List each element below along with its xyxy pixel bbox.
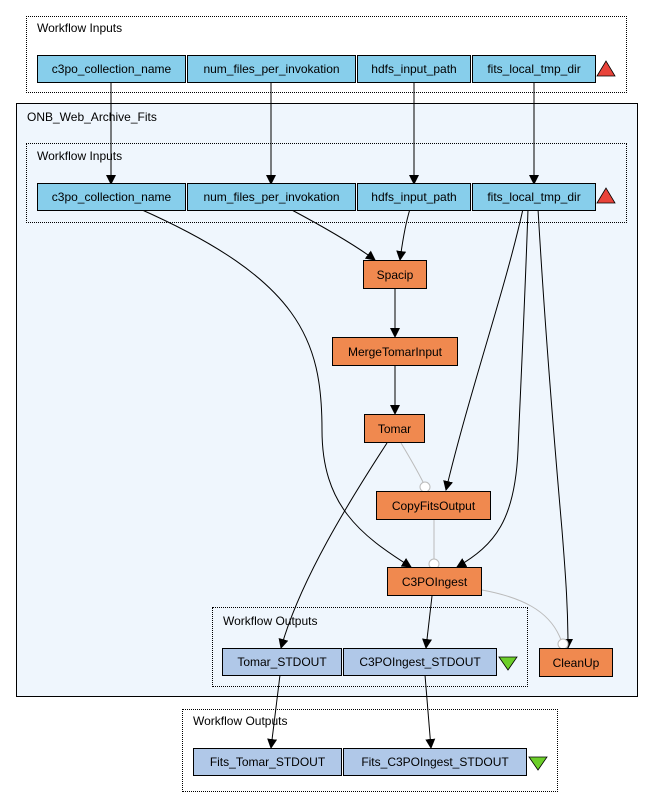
control-c3poingest-to-cleanup	[481, 589, 562, 641]
top-input-fits-local-tmp-dir[interactable]: fits_local_tmp_dir	[472, 55, 596, 83]
edge-hdfs-to-spacip	[396, 208, 411, 261]
red-up-triangle-icon	[596, 60, 616, 77]
inner-input-num-files-per-invokation[interactable]: num_files_per_invokation	[187, 183, 356, 211]
control-tomar-to-copyfits	[400, 442, 424, 483]
inner-workflow-outputs-label: Workflow Outputs	[223, 614, 318, 628]
top-input-c3po-collection-name[interactable]: c3po_collection_name	[37, 55, 186, 83]
edge-numfiles-to-spacip	[289, 208, 376, 261]
inner-workflow-outputs-cluster	[212, 607, 528, 687]
top-input-hdfs-input-path[interactable]: hdfs_input_path	[357, 55, 471, 83]
processor-tomar[interactable]: Tomar	[364, 414, 425, 443]
nested-workflow-label: ONB_Web_Archive_Fits	[27, 110, 157, 124]
edge-c3postdout-to-final	[424, 674, 436, 749]
inner-output-c3poingest-stdout[interactable]: C3POIngest_STDOUT	[343, 648, 497, 676]
top-workflow-inputs-cluster	[26, 16, 627, 93]
inner-output-tomar-stdout[interactable]: Tomar_STDOUT	[222, 648, 342, 676]
edge-fits-to-c3poingest	[456, 208, 529, 568]
edge-c3poingest-to-stdout	[422, 595, 433, 649]
processor-merge-tomar-input[interactable]: MergeTomarInput	[332, 337, 458, 366]
inner-workflow-inputs-label: Workflow Inputs	[37, 149, 123, 163]
edge-tomarstdout-to-final	[267, 674, 281, 749]
inner-input-hdfs-input-path[interactable]: hdfs_input_path	[357, 183, 471, 211]
bottom-workflow-outputs-label: Workflow Outputs	[193, 714, 288, 728]
inner-input-fits-local-tmp-dir[interactable]: fits_local_tmp_dir	[472, 183, 596, 211]
final-output-fits-c3poingest-stdout[interactable]: Fits_C3POIngest_STDOUT	[343, 748, 527, 776]
top-workflow-inputs-label: Workflow Inputs	[37, 21, 123, 35]
green-down-triangle-icon	[528, 756, 548, 771]
bottom-workflow-outputs-cluster	[182, 709, 558, 792]
edge-tomar-to-tomarstdout	[278, 442, 388, 649]
inner-input-c3po-collection-name[interactable]: c3po_collection_name	[37, 183, 186, 211]
inner-workflow-inputs-cluster	[26, 143, 627, 223]
red-up-triangle-icon	[596, 187, 616, 204]
processor-c3po-ingest[interactable]: C3POIngest	[387, 567, 482, 596]
processor-cleanup[interactable]: CleanUp	[539, 648, 613, 677]
edge-fits-to-copyfits	[443, 208, 524, 491]
green-down-triangle-icon	[498, 656, 518, 671]
edge-fits-to-cleanup	[537, 208, 573, 649]
edge-c3po-to-c3poingest	[139, 208, 412, 568]
top-input-num-files-per-invokation[interactable]: num_files_per_invokation	[187, 55, 356, 83]
final-output-fits-tomar-stdout[interactable]: Fits_Tomar_STDOUT	[193, 748, 342, 776]
processor-copy-fits-output[interactable]: CopyFitsOutput	[376, 491, 491, 520]
processor-spacip[interactable]: Spacip	[363, 260, 427, 289]
